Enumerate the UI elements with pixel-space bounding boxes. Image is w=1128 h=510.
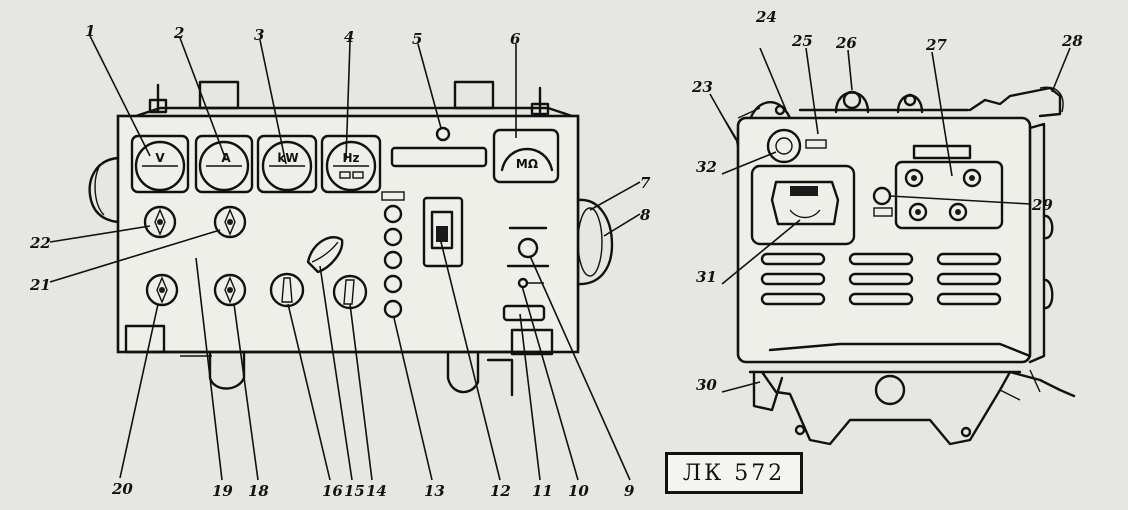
callout-23: 23 — [691, 78, 713, 96]
callout-9: 9 — [624, 482, 635, 500]
indicator-lamps — [381, 191, 405, 319]
callout-27: 27 — [925, 36, 947, 54]
callout-7: 7 — [640, 174, 651, 192]
callout-22: 22 — [29, 234, 51, 252]
socket-31 — [750, 164, 856, 246]
callout-20: 20 — [111, 480, 133, 498]
screw-5 — [435, 126, 451, 142]
callout-26: 26 — [835, 34, 857, 52]
callout-11: 11 — [532, 482, 553, 500]
callout-numbers: 1 2 3 4 5 6 7 8 9 10 11 12 13 14 15 16 1… — [29, 8, 1083, 500]
callout-8: 8 — [640, 206, 651, 224]
callout-14: 14 — [366, 482, 387, 500]
connector-32 — [766, 128, 802, 164]
callout-29: 29 — [1031, 196, 1053, 214]
callout-30: 30 — [696, 376, 717, 394]
callout-5: 5 — [412, 30, 422, 48]
gauge-label-hz: Hz — [342, 151, 359, 165]
callout-1: 1 — [85, 22, 95, 40]
gauge-label-a: A — [221, 151, 231, 165]
gauge-label-kw: kW — [277, 151, 298, 165]
switch-21 — [213, 205, 247, 239]
gauge-ammeter: A — [194, 134, 254, 194]
callout-15: 15 — [344, 482, 365, 500]
leader-lines — [49, 35, 1071, 481]
base-frame — [760, 370, 1012, 446]
vent-slots — [760, 252, 1002, 306]
switch-22 — [143, 205, 177, 239]
control-11 — [502, 304, 546, 322]
callout-13: 13 — [424, 482, 445, 500]
callout-4: 4 — [344, 28, 354, 46]
callout-16: 16 — [322, 482, 343, 500]
callout-31: 31 — [696, 268, 717, 286]
gauge-wattmeter: kW — [256, 134, 318, 194]
callout-12: 12 — [490, 482, 511, 500]
callout-3: 3 — [254, 26, 264, 44]
indicator-slot — [390, 146, 488, 168]
callout-32: 32 — [696, 158, 717, 176]
gauge-megohmmeter: MΩ — [492, 128, 560, 184]
callout-19: 19 — [212, 482, 233, 500]
callout-18: 18 — [248, 482, 269, 500]
callout-2: 2 — [173, 24, 184, 42]
switch-20 — [145, 273, 179, 307]
callout-21: 21 — [29, 276, 51, 294]
switch-18 — [213, 273, 247, 307]
figure-code-stamp: ЛК 572 — [665, 452, 803, 494]
front-panel-unit: V A kW Hz MΩ — [88, 80, 614, 397]
gauge-label-v: V — [155, 151, 165, 165]
callout-28: 28 — [1061, 32, 1083, 50]
callout-24: 24 — [755, 8, 777, 26]
gauge-voltmeter: V — [130, 134, 190, 194]
rheostat-handle — [306, 236, 344, 274]
rear-housing — [736, 116, 1032, 364]
toggle-switch-box — [422, 196, 464, 268]
switch-16 — [269, 272, 305, 308]
rear-unit — [719, 86, 1076, 446]
callout-25: 25 — [791, 32, 813, 50]
callout-10: 10 — [568, 482, 589, 500]
gauge-label-mohm: MΩ — [516, 157, 538, 171]
callout-6: 6 — [510, 30, 521, 48]
control-9 — [517, 237, 539, 259]
